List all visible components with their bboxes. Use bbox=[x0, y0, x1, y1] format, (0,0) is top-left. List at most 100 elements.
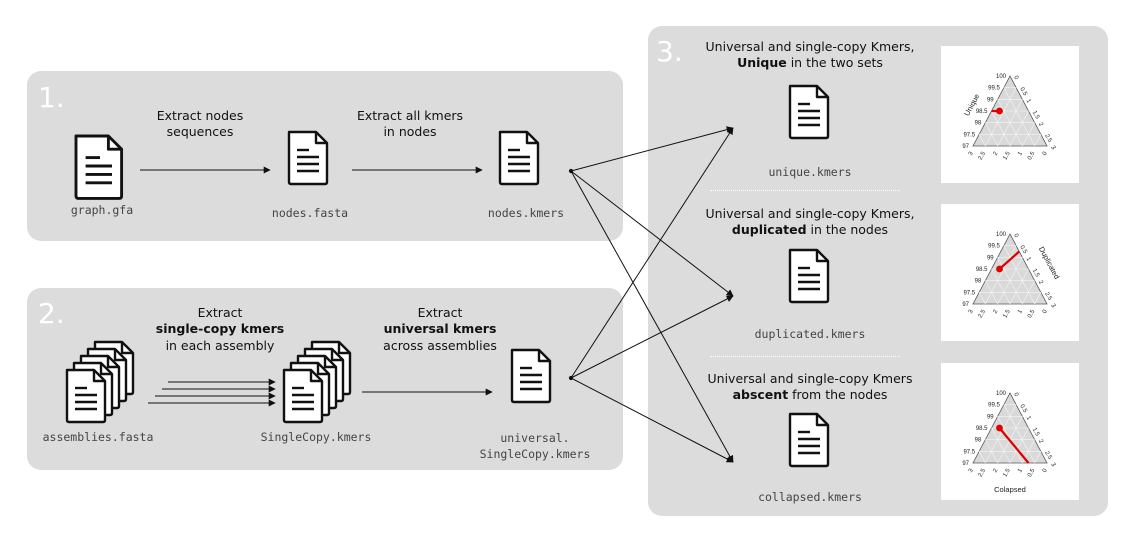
file-icon-unique-kmers bbox=[788, 84, 830, 140]
file-nodes-kmers: nodes.kmers bbox=[487, 206, 565, 220]
file-icon-nodes-kmers bbox=[498, 130, 540, 186]
left-tick-label: 98.5 bbox=[976, 426, 988, 432]
right-tick-label: 0 bbox=[1012, 392, 1019, 398]
p2-step2-bold: universal kmers bbox=[383, 321, 497, 337]
right-tick-label: 3 bbox=[1049, 303, 1056, 309]
p2-step2-post: across assemblies bbox=[383, 337, 497, 353]
right-tick-label: 2.5 bbox=[1043, 450, 1053, 461]
p3-collapsed-bold: abscent bbox=[732, 387, 789, 403]
left-tick-label: 98 bbox=[975, 279, 982, 285]
bottom-tick-label: 1 bbox=[1017, 150, 1024, 156]
p3-unique-rest: in the two sets bbox=[786, 55, 883, 71]
bottom-tick-label: 1 bbox=[1017, 467, 1024, 473]
file-icon-collapsed-kmers bbox=[788, 412, 830, 468]
ternary-red-point bbox=[996, 265, 1003, 273]
p3-duplicated-rest: in the nodes bbox=[806, 222, 889, 238]
right-tick-label: 0.5 bbox=[1018, 87, 1028, 98]
file-icon-singlecopy-stack bbox=[282, 340, 352, 424]
bottom-tick-label: 3 bbox=[968, 308, 975, 314]
right-tick-label: 3 bbox=[1049, 462, 1056, 468]
left-tick-label: 100 bbox=[996, 74, 1007, 80]
ternary-red-point bbox=[996, 424, 1003, 432]
file-icon-duplicated-kmers bbox=[788, 248, 830, 304]
left-tick-label: 99 bbox=[987, 97, 994, 103]
left-tick-label: 99 bbox=[987, 255, 994, 261]
p3-collapsed-rest: from the nodes bbox=[788, 387, 888, 403]
axis-title-collapsed: Colapsed bbox=[994, 485, 1026, 494]
right-tick-label: 1 bbox=[1025, 98, 1032, 104]
divider-1 bbox=[710, 190, 900, 191]
divider-2 bbox=[710, 356, 900, 357]
bottom-tick-label: 0.5 bbox=[1027, 150, 1037, 161]
left-tick-label: 100 bbox=[996, 391, 1007, 397]
bottom-tick-label: 0 bbox=[1042, 467, 1049, 473]
bottom-tick-label: 0.5 bbox=[1027, 467, 1037, 478]
p3-group-unique-caption: Universal and single-copy Kmers, Unique … bbox=[680, 39, 940, 72]
p1-step2-caption: Extract all kmers in nodes bbox=[340, 108, 480, 141]
p2-step1-caption: Extract single-copy kmers in each assemb… bbox=[145, 305, 295, 354]
p2-step2-pre: Extract bbox=[417, 305, 463, 320]
bottom-tick-label: 2 bbox=[993, 150, 1000, 156]
ternary-red-point bbox=[996, 107, 1003, 115]
panel-3-number: 3. bbox=[656, 35, 683, 68]
left-tick-label: 97.5 bbox=[963, 449, 975, 455]
right-tick-label: 0.5 bbox=[1018, 245, 1028, 256]
file-icon-graph-gfa bbox=[74, 134, 124, 200]
file-icon-assemblies-stack bbox=[65, 340, 135, 424]
bottom-tick-label: 3 bbox=[968, 150, 975, 156]
right-tick-label: 2.5 bbox=[1043, 291, 1053, 302]
left-tick-label: 98 bbox=[975, 438, 982, 444]
left-tick-label: 98.5 bbox=[976, 109, 988, 115]
file-duplicated-kmers: duplicated.kmers bbox=[754, 327, 866, 341]
bottom-tick-label: 2.5 bbox=[978, 150, 988, 161]
p3-duplicated-line1: Universal and single-copy Kmers, bbox=[705, 206, 915, 221]
right-tick-label: 1 bbox=[1025, 415, 1032, 421]
left-tick-label: 99.5 bbox=[988, 244, 1000, 250]
bottom-tick-label: 0.5 bbox=[1027, 308, 1037, 319]
bottom-tick-label: 2.5 bbox=[978, 467, 988, 478]
bottom-tick-label: 2.5 bbox=[978, 308, 988, 319]
crossing-arrows bbox=[568, 126, 734, 463]
p1-step1-text: Extract nodes sequences bbox=[156, 108, 244, 140]
left-tick-label: 97 bbox=[962, 144, 969, 150]
left-tick-label: 99.5 bbox=[988, 86, 1000, 92]
right-tick-label: 1.5 bbox=[1031, 427, 1041, 438]
file-universal-line2: SingleCopy.kmers bbox=[479, 447, 591, 462]
left-tick-label: 98.5 bbox=[976, 267, 988, 273]
p2-step1-post: in each assembly bbox=[165, 337, 275, 353]
right-tick-label: 3 bbox=[1049, 145, 1056, 151]
ternary-red-line bbox=[998, 427, 1030, 464]
file-icon-nodes-fasta bbox=[287, 130, 329, 186]
bottom-tick-label: 1 bbox=[1017, 308, 1024, 314]
right-tick-label: 2.5 bbox=[1043, 133, 1053, 144]
bottom-tick-label: 1.5 bbox=[1002, 308, 1012, 319]
bottom-tick-label: 0 bbox=[1042, 150, 1049, 156]
left-tick-label: 97.5 bbox=[963, 290, 975, 296]
left-tick-label: 97 bbox=[962, 461, 969, 467]
right-tick-label: 0 bbox=[1012, 233, 1019, 239]
left-tick-label: 99 bbox=[987, 414, 994, 420]
ternary-red-line bbox=[998, 250, 1020, 270]
file-graph-gfa: graph.gfa bbox=[70, 203, 134, 217]
right-tick-label: 1.5 bbox=[1031, 268, 1041, 279]
file-assemblies-fasta: assemblies.fasta bbox=[42, 430, 154, 444]
file-nodes-fasta: nodes.fasta bbox=[271, 206, 349, 220]
file-universal-singlecopy-kmers: universal. SingleCopy.kmers bbox=[470, 430, 600, 462]
left-tick-label: 98 bbox=[975, 121, 982, 127]
file-icon-universal-kmers bbox=[510, 348, 552, 404]
left-tick-label: 100 bbox=[996, 232, 1007, 238]
bottom-tick-label: 1.5 bbox=[1002, 467, 1012, 478]
file-universal-line1: universal. bbox=[500, 431, 570, 445]
p3-group-collapsed-caption: Universal and single-copy Kmers abscent … bbox=[680, 371, 940, 404]
arrows-extract-single-copy bbox=[148, 378, 276, 407]
p3-collapsed-line1: Universal and single-copy Kmers bbox=[707, 371, 913, 386]
bottom-tick-label: 1.5 bbox=[1002, 150, 1012, 161]
right-tick-label: 0.5 bbox=[1018, 404, 1028, 415]
p1-step1-caption: Extract nodes sequences bbox=[130, 108, 270, 141]
bottom-tick-label: 0 bbox=[1042, 308, 1049, 314]
